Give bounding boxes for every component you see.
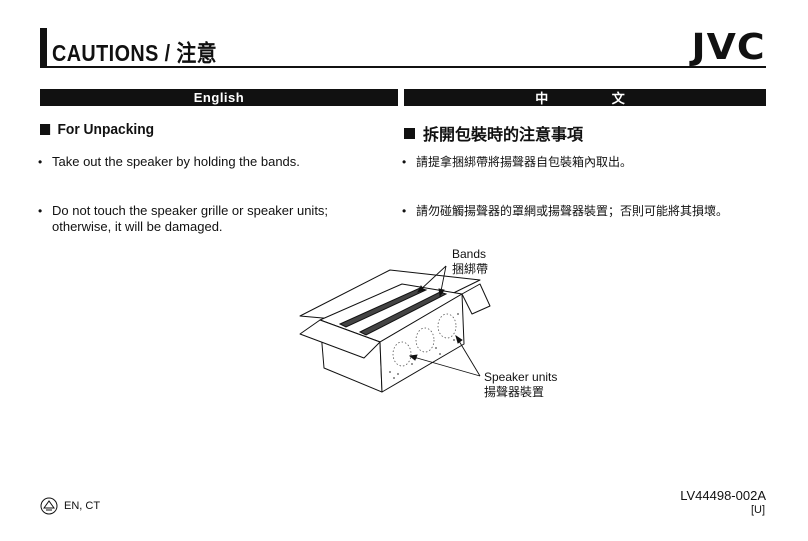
section-heading-chinese: 拆開包裝時的注意事項 [404, 121, 583, 145]
recycle-paper-icon [40, 497, 58, 515]
document-code: LV44498-002A [680, 488, 766, 503]
list-item-text: Do not touch the speaker grille or speak… [52, 203, 329, 234]
list-item: • 請提拿捆綁帶將揚聲器自包裝箱內取出。 [402, 154, 762, 170]
band-right [358, 291, 448, 336]
bullet-dot-icon: • [38, 204, 43, 218]
list-item: • Do not touch the speaker grille or spe… [38, 203, 378, 235]
list-item-text: 請提拿捆綁帶將揚聲器自包裝箱內取出。 [416, 155, 633, 169]
header-rule [40, 66, 766, 68]
section-heading-text: 拆開包裝時的注意事項 [423, 127, 584, 144]
section-heading-english: For Unpacking [40, 121, 154, 138]
column-header-english: English [40, 89, 398, 106]
column-header-chinese: 中 文 [404, 89, 766, 106]
bands-label-en: Bands [452, 247, 487, 261]
list-item-text: Take out the speaker by holding the band… [52, 154, 300, 169]
speaker-unit [415, 327, 435, 353]
square-bullet-icon [404, 127, 415, 139]
title-accent-bar [40, 28, 47, 66]
speaker-box-illustration [299, 265, 491, 393]
band-left [338, 287, 428, 328]
bullet-dot-icon: • [402, 155, 407, 169]
list-item: • 請勿碰觸揚聲器的罩網或揚聲器裝置；否則可能將其損壞。 [402, 203, 782, 219]
list-item: • Take out the speaker by holding the ba… [38, 154, 378, 170]
box-right-side [379, 293, 465, 393]
speaker-units-label-zh: 揚聲器裝置 [484, 385, 545, 399]
speaker-units-label-en: Speaker units [484, 370, 558, 384]
language-codes: EN, CT [64, 500, 101, 512]
speaker-unit [392, 341, 412, 367]
list-item-text: 請勿碰觸揚聲器的罩網或揚聲器裝置；否則可能將其損壞。 [416, 204, 729, 218]
box-front-flap [299, 319, 381, 359]
box-right-flap [461, 283, 491, 315]
square-bullet-icon [40, 124, 51, 135]
page-title: CAUTIONS / 注意 [52, 40, 217, 66]
bands-label-zh: 捆綁帶 [452, 262, 489, 276]
bullet-dot-icon: • [38, 155, 43, 169]
brand-logo: JVC [691, 27, 766, 68]
region-code: [U] [750, 504, 765, 516]
bands-label: Bands 捆綁帶 [452, 247, 488, 277]
bullet-dot-icon: • [402, 204, 407, 218]
speaker-units-label: Speaker units 揚聲器裝置 [484, 370, 557, 400]
speaker-unit [437, 313, 457, 339]
section-heading-text: For Unpacking [57, 121, 155, 138]
